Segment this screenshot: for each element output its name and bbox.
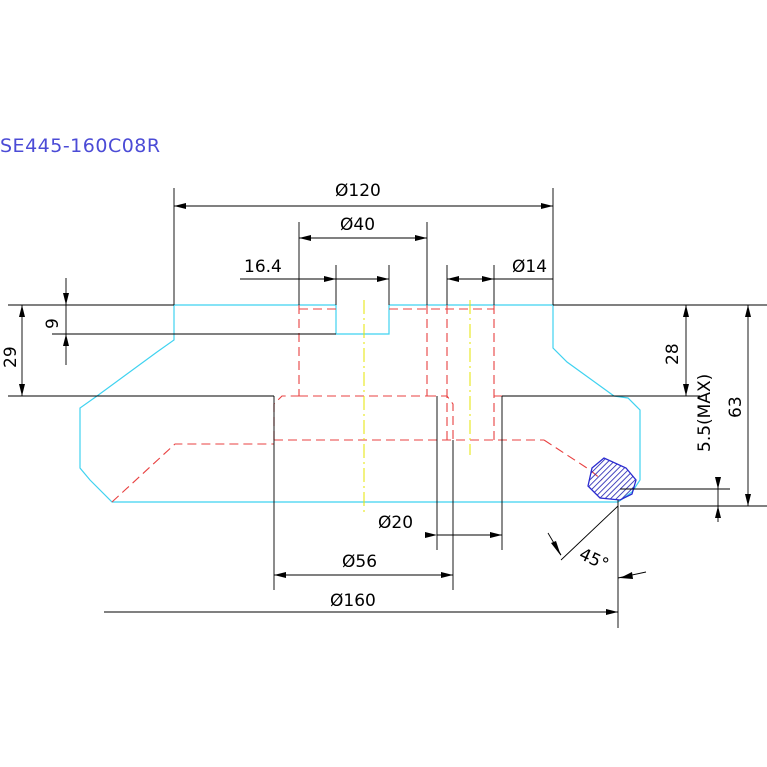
dim-16-4: 16.4 — [244, 257, 282, 277]
drawing-title: SE445-160C08R — [0, 135, 161, 157]
cutting-insert — [587, 457, 637, 501]
dim-d40: Ø40 — [340, 215, 375, 235]
dim-5-5-max: 5.5(MAX) — [695, 374, 715, 452]
dim-d56: Ø56 — [342, 552, 377, 572]
dim-29: 29 — [1, 346, 21, 368]
cutter-body-outline — [79, 304, 641, 503]
dim-d14: Ø14 — [512, 257, 547, 277]
arrowheads — [19, 203, 751, 615]
dim-9: 9 — [43, 318, 63, 329]
dim-63: 63 — [726, 396, 746, 418]
dim-d120: Ø120 — [335, 181, 381, 201]
center-lines — [363, 300, 471, 512]
dim-d20: Ø20 — [378, 513, 413, 533]
dim-angle-45: 45° — [576, 544, 612, 575]
dimension-lines — [8, 188, 767, 628]
dim-d160: Ø160 — [330, 591, 376, 611]
dim-28: 28 — [663, 343, 683, 365]
